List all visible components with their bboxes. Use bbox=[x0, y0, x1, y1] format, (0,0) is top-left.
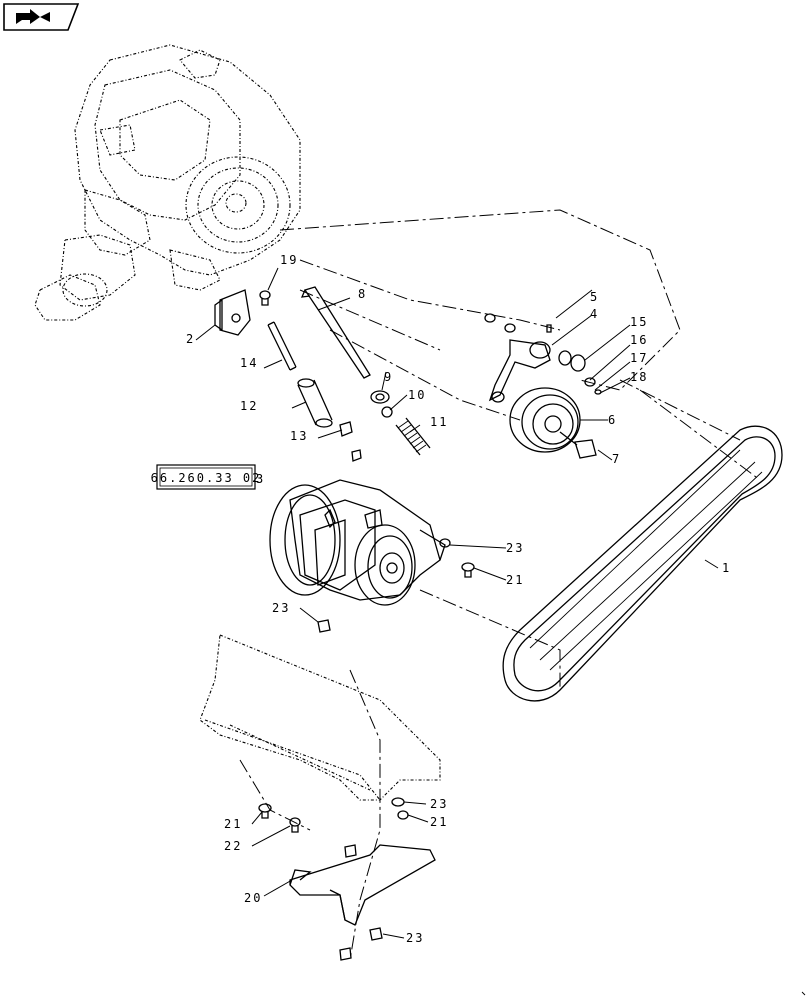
callout-21-lower-left: 21 bbox=[224, 817, 242, 831]
washer-23-upper bbox=[439, 538, 451, 548]
washer-23-lower-right bbox=[391, 797, 405, 807]
callout-19: 19 bbox=[280, 253, 298, 267]
callout-14: 14 bbox=[240, 356, 258, 370]
callout-13: 13 bbox=[290, 429, 308, 443]
callout-labels: 1 2 3 4 5 6 7 8 9 10 11 12 13 14 15 16 1… bbox=[186, 253, 731, 945]
spring-11 bbox=[395, 417, 431, 456]
callout-18: 18 bbox=[630, 370, 648, 384]
callout-11: 11 bbox=[430, 415, 448, 429]
callout-10: 10 bbox=[408, 388, 426, 402]
callout-3: 3 bbox=[256, 472, 265, 486]
idler-arm bbox=[484, 313, 552, 403]
leader-lines bbox=[195, 267, 719, 939]
bolt-7 bbox=[559, 431, 597, 459]
frame-support bbox=[199, 634, 441, 961]
callout-21-upper: 21 bbox=[506, 573, 524, 587]
nut-10 bbox=[381, 406, 393, 418]
bolt-22 bbox=[289, 817, 301, 833]
callout-6: 6 bbox=[608, 413, 617, 427]
tension-rod-8 bbox=[300, 286, 371, 379]
nut-13 bbox=[339, 421, 362, 462]
bolt-center bbox=[344, 844, 357, 858]
callout-23-bottom: 23 bbox=[406, 931, 424, 945]
nut-23-left bbox=[317, 619, 331, 633]
reference-text: 66.260.33 02 bbox=[151, 471, 262, 485]
idler-pulley bbox=[509, 387, 581, 453]
callout-23-upper: 23 bbox=[506, 541, 524, 555]
corner-mark bbox=[801, 991, 806, 996]
back-button[interactable] bbox=[3, 3, 80, 31]
callout-2: 2 bbox=[186, 332, 195, 346]
callout-23-lower-right: 23 bbox=[430, 797, 448, 811]
washer-stack bbox=[558, 350, 602, 395]
callout-15: 15 bbox=[630, 315, 648, 329]
mounting-bracket bbox=[214, 289, 251, 336]
pulley-housing-assembly bbox=[269, 479, 446, 606]
bolt-21-upper bbox=[461, 562, 475, 578]
back-arrow-icon bbox=[16, 9, 50, 24]
callout-23-left: 23 bbox=[272, 601, 290, 615]
callout-8: 8 bbox=[358, 287, 367, 301]
callout-12: 12 bbox=[240, 399, 258, 413]
gearbox-assembly bbox=[34, 44, 301, 321]
callout-21-lower-right: 21 bbox=[430, 815, 448, 829]
bolt-19 bbox=[259, 290, 271, 306]
callout-17: 17 bbox=[630, 351, 648, 365]
callout-1: 1 bbox=[722, 561, 731, 575]
v-belt bbox=[502, 425, 783, 702]
washer-9 bbox=[370, 390, 390, 404]
nut-bottom bbox=[339, 947, 352, 961]
belt-path-phantom bbox=[279, 209, 761, 690]
callout-7: 7 bbox=[612, 452, 621, 466]
nut-23-bottom bbox=[369, 927, 383, 941]
sleeve-12 bbox=[297, 378, 333, 428]
callout-20: 20 bbox=[244, 891, 262, 905]
bolt-21-lower-left bbox=[258, 803, 272, 819]
bolt-21-lower-right bbox=[397, 810, 409, 820]
lower-bracket-20 bbox=[289, 844, 436, 926]
callout-16: 16 bbox=[630, 333, 648, 347]
callout-9: 9 bbox=[384, 370, 393, 384]
rod-14 bbox=[267, 321, 297, 371]
callout-22: 22 bbox=[224, 839, 242, 853]
callout-5: 5 bbox=[590, 290, 599, 304]
reference-box[interactable]: 66.260.33 02 bbox=[151, 464, 262, 490]
callout-4: 4 bbox=[590, 307, 599, 321]
